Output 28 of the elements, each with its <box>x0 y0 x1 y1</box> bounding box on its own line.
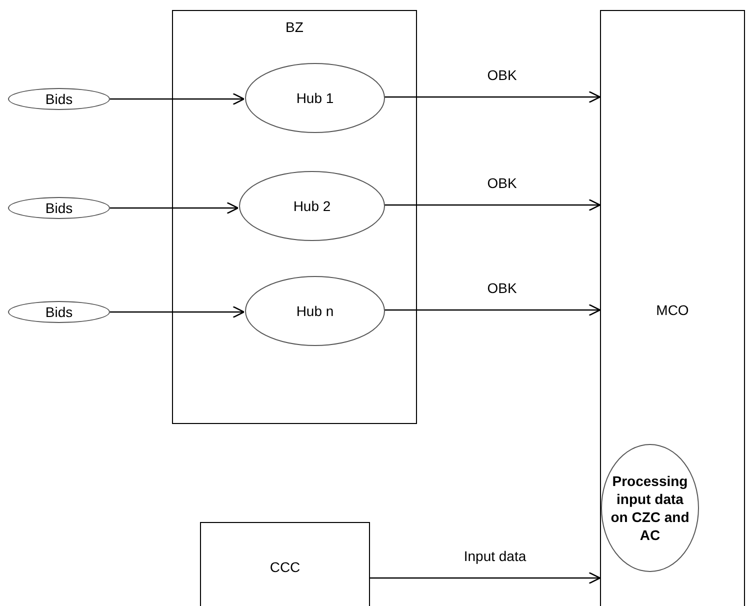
ellipse-node <box>245 63 385 133</box>
edge-label: OBK <box>485 67 519 83</box>
ellipse-node <box>8 88 110 110</box>
node-label: BZ <box>284 18 304 36</box>
arrow <box>370 572 601 584</box>
ellipse-node <box>8 301 110 323</box>
node-label: Processing input data on CZC and AC <box>610 472 690 544</box>
arrow <box>384 90 601 104</box>
node-label: CCC <box>268 558 302 577</box>
arrow <box>110 92 245 106</box>
ellipse-node <box>245 276 385 346</box>
process-box <box>600 10 745 606</box>
node-label: Bids <box>44 302 74 322</box>
node-label: Hub n <box>295 302 335 320</box>
arrow <box>384 304 601 316</box>
process-box <box>200 522 370 606</box>
ellipse-node <box>239 171 385 241</box>
edge-label: OBK <box>485 280 519 296</box>
ellipse-node <box>8 197 110 219</box>
edge-label: OBK <box>485 175 519 191</box>
node-label: Bids <box>44 90 74 108</box>
node-label: Hub 2 <box>292 196 332 216</box>
node-label: MCO <box>655 301 690 320</box>
node-label: Hub 1 <box>295 88 335 108</box>
arrow <box>110 202 239 214</box>
process-box <box>172 10 417 424</box>
arrow <box>110 306 245 318</box>
node-label: Bids <box>44 198 74 218</box>
